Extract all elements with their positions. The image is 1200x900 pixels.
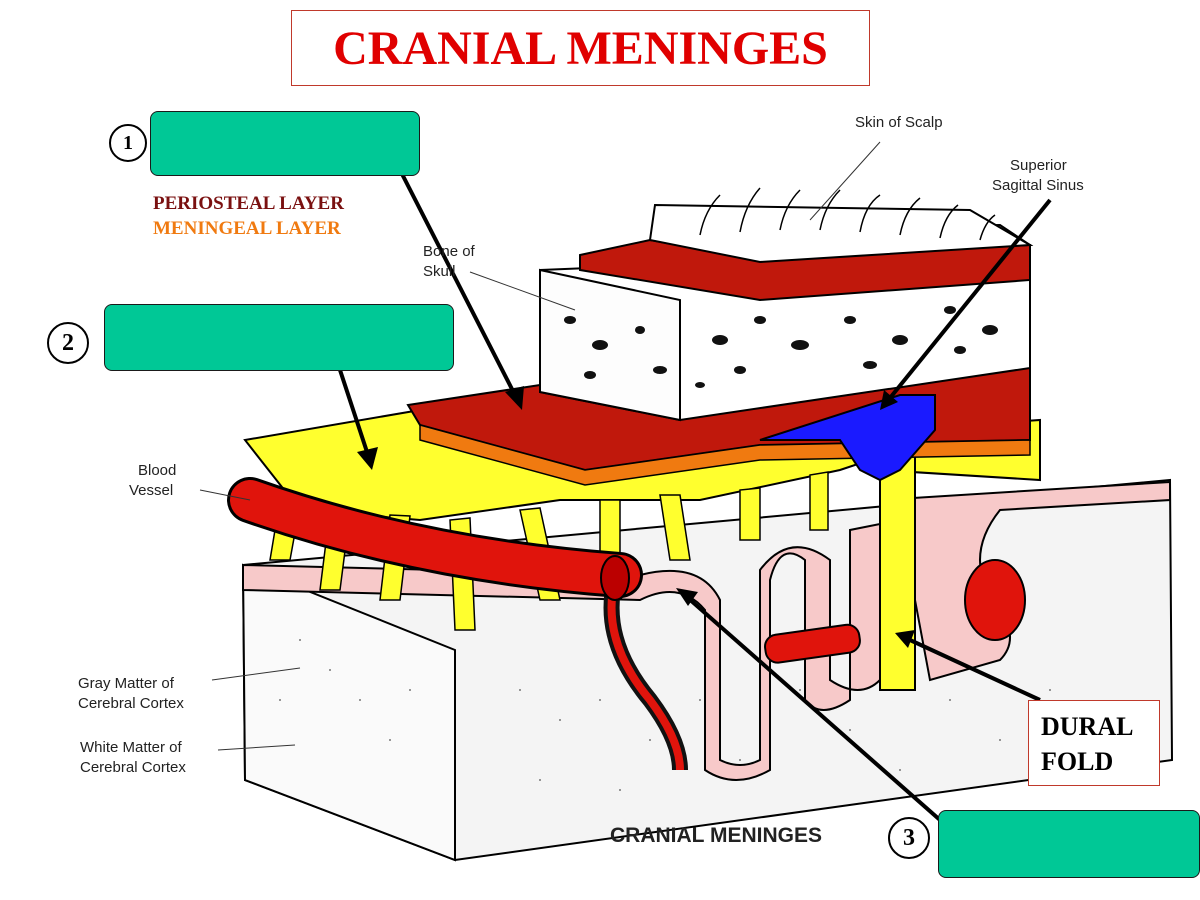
scalp	[579, 187, 1034, 302]
label-sinus-line1: Superior	[1010, 157, 1067, 174]
label-gray-line2: Cerebral Cortex	[78, 695, 184, 712]
blank-2-number: 2	[47, 322, 89, 364]
label-blood-line2: Vessel	[129, 482, 173, 499]
diagram-caption: CRANIAL MENINGES	[610, 824, 822, 847]
label-white-line2: Cerebral Cortex	[80, 759, 186, 776]
blank-3-number: 3	[888, 817, 930, 859]
blank-1-answer-box[interactable]	[150, 111, 420, 176]
meningeal-layer-label: MENINGEAL LAYER	[153, 218, 341, 239]
blank-3-answer-box[interactable]	[938, 810, 1200, 878]
dural-fold-label: DURAL FOLD	[1028, 700, 1160, 786]
periosteal-layer-label: PERIOSTEAL LAYER	[153, 193, 344, 214]
label-gray-line1: Gray Matter of	[78, 675, 175, 692]
dural-fold-line2: FOLD	[1041, 747, 1114, 777]
label-white-line1: White Matter of	[80, 739, 183, 756]
label-bone-line2: Skull	[423, 263, 456, 280]
label-blood-line1: Blood	[138, 462, 176, 479]
label-bone-line1: Bone of	[423, 243, 476, 260]
label-sinus-line2: Sagittal Sinus	[992, 177, 1084, 194]
blank-1-number: 1	[109, 124, 147, 162]
page-title: CRANIAL MENINGES	[291, 10, 870, 86]
label-skin-of-scalp: Skin of Scalp	[855, 114, 943, 131]
blank-2-answer-box[interactable]	[104, 304, 454, 371]
dural-fold-line1: DURAL	[1041, 712, 1134, 741]
pointer-arrows	[338, 169, 1052, 822]
blood-vessel-art	[227, 477, 643, 601]
